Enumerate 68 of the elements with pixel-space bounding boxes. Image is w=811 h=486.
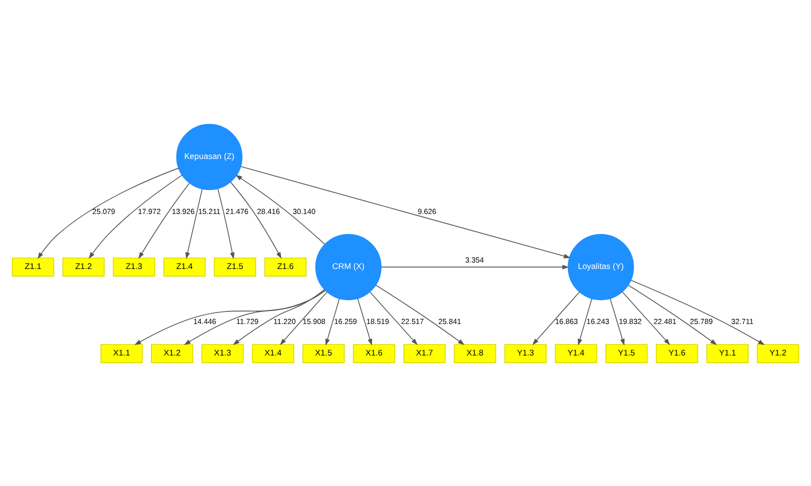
arrow — [138, 182, 190, 258]
edge-label: 22.517 — [401, 316, 424, 326]
edge-label: 3.354 — [465, 254, 484, 264]
arrow — [370, 291, 418, 345]
arrow — [240, 166, 571, 258]
node-box: X1.1 — [100, 344, 143, 363]
node-box: X1.5 — [302, 344, 345, 363]
node-box: Z1.6 — [264, 257, 307, 276]
arrow — [610, 298, 625, 346]
edge-label: 32.711 — [731, 316, 754, 326]
arrow — [630, 279, 765, 344]
edge-label: 11.729 — [236, 316, 259, 326]
edge-label: 15.908 — [302, 316, 326, 326]
edge-label: 17.972 — [138, 206, 161, 216]
node-box: X1.4 — [252, 344, 294, 363]
arrow — [628, 284, 717, 345]
arrow — [230, 181, 282, 258]
arrow — [380, 264, 569, 269]
node-box: Z1.5 — [214, 257, 256, 276]
node-circle: Loyalitas (Y) — [568, 233, 634, 300]
node-box: Z1.2 — [62, 257, 105, 276]
edge-label: 14.446 — [193, 316, 216, 326]
node-box: Y1.6 — [656, 344, 698, 363]
edge-label: 25.841 — [438, 316, 462, 326]
node-box: X1.7 — [403, 344, 446, 363]
edge-label: 28.416 — [257, 206, 280, 216]
node-box: Z1.4 — [163, 257, 206, 276]
arrow — [578, 298, 592, 346]
edge-label: 18.519 — [366, 316, 390, 326]
node-box: Z1.1 — [12, 257, 54, 276]
node-box: X1.8 — [454, 344, 496, 363]
node-circle: CRM (X) — [315, 233, 382, 300]
node-box: X1.2 — [150, 344, 194, 363]
node-box: X1.6 — [352, 344, 396, 363]
node-box: Y1.2 — [756, 344, 800, 363]
arrow — [217, 188, 235, 259]
arrow — [134, 290, 326, 344]
arrow — [357, 298, 372, 346]
node-box: X1.3 — [201, 344, 244, 363]
arrow — [235, 174, 326, 244]
edge-label: 13.926 — [172, 206, 195, 216]
edge-label: 21.476 — [226, 206, 248, 216]
edge-label: 16.863 — [555, 316, 578, 326]
edge-label: 19.832 — [618, 316, 642, 326]
edge-label: 9.626 — [418, 206, 436, 216]
node-box: Y1.4 — [554, 344, 598, 363]
arrow — [622, 291, 670, 345]
node-box: Y1.1 — [706, 344, 749, 363]
edge-label: 11.220 — [274, 316, 296, 326]
node-box: Y1.5 — [605, 344, 648, 363]
arrow — [532, 291, 580, 345]
arrow — [38, 167, 179, 258]
edge-label: 25.079 — [92, 206, 116, 216]
edge-label: 22.481 — [654, 316, 676, 326]
node-box: Z1.3 — [112, 257, 156, 276]
arrow — [185, 188, 203, 259]
arrow — [325, 298, 340, 346]
edge-label: 25.789 — [690, 316, 713, 326]
edge-label: 16.243 — [586, 316, 610, 326]
arrow — [184, 289, 326, 345]
arrow — [280, 291, 328, 345]
edge-label: 15.211 — [198, 206, 220, 216]
arrow — [376, 284, 464, 345]
arrow — [88, 174, 182, 258]
arrow — [232, 288, 325, 344]
node-box: Y1.3 — [504, 344, 547, 363]
edge-label: 30.140 — [292, 206, 316, 216]
edge-label: 16.259 — [334, 316, 357, 326]
